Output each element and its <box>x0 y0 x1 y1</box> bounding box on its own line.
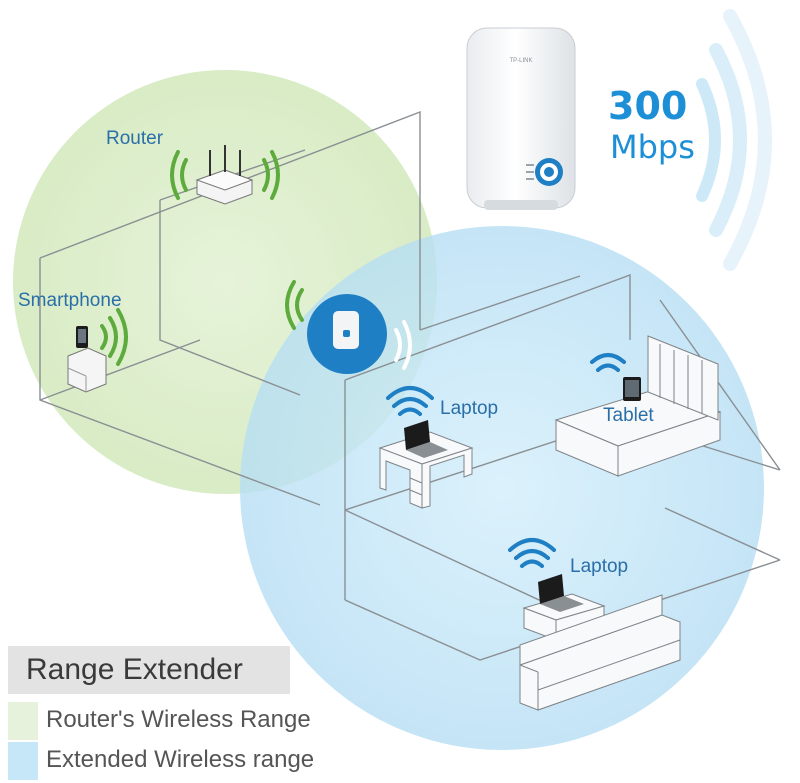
device-brand: TP-LINK <box>509 58 532 64</box>
sofa <box>519 594 681 711</box>
laptop-sofa-label: Laptop <box>570 556 629 577</box>
wifi-signal-icon <box>285 280 412 370</box>
legend-swatch-extended-range <box>8 742 38 780</box>
extender-icon <box>307 294 387 374</box>
bed <box>554 335 722 477</box>
laptop-icon <box>538 574 584 612</box>
smartphone-icon <box>67 326 107 393</box>
router-icon <box>195 145 254 205</box>
legend-title: Range Extender <box>8 646 290 694</box>
tablet-label: Tablet <box>603 405 654 426</box>
legend-label-router-range: Router's Wireless Range <box>46 706 311 733</box>
legend-item-extended-range: Extended Wireless range <box>8 742 368 780</box>
floor-plan <box>39 110 781 661</box>
router-label: Router <box>106 128 164 149</box>
legend-swatch-router-range <box>8 702 38 740</box>
tablet-icon <box>623 377 641 401</box>
legend-label-extended-range: Extended Wireless range <box>46 746 315 773</box>
laptop-icon <box>404 420 448 458</box>
wifi-signal-icon <box>508 538 556 568</box>
speed-unit: Mbps <box>610 128 695 166</box>
wifi-signal-icon <box>386 386 434 416</box>
extended-range-circle <box>240 226 764 750</box>
laptop-desk-label: Laptop <box>440 398 499 419</box>
wifi-signal-icon <box>100 308 128 366</box>
wifi-signal-icon <box>170 150 280 200</box>
legend-item-router-range: Router's Wireless Range <box>8 702 368 740</box>
range-extender-device <box>466 27 576 210</box>
smartphone-label: Smartphone <box>18 290 122 311</box>
speed-value: 300 <box>608 84 688 128</box>
wifi-signal-icon <box>590 353 626 372</box>
speed-signal-icon <box>696 9 772 271</box>
